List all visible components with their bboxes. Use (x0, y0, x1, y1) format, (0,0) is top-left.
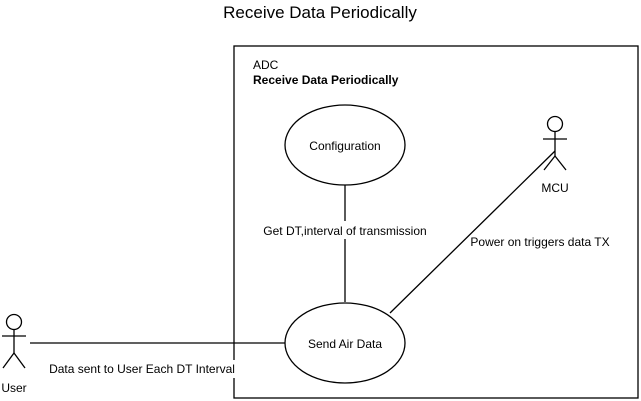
actor-user[interactable] (2, 313, 26, 369)
diagram-title: Receive Data Periodically (223, 3, 417, 22)
actor-mcu-label: MCU (541, 181, 568, 195)
actor-user-label: User (1, 381, 26, 395)
label-bg-send-user (46, 360, 236, 378)
use-case-send-air-data-label: Send Air Data (308, 337, 382, 351)
use-case-configuration-label: Configuration (309, 139, 380, 153)
actor-user-head (5, 313, 23, 331)
actor-mcu[interactable] (543, 115, 567, 171)
association-label-send-user: Data sent to User Each DT Interval (49, 362, 235, 376)
system-boundary-name: Receive Data Periodically (253, 73, 399, 87)
association-mcu-send[interactable] (389, 150, 556, 314)
use-case-configuration[interactable] (284, 104, 406, 186)
system-boundary-label: ADC (253, 58, 279, 72)
association-label-mcu-send: Power on triggers data TX (470, 235, 609, 249)
association-label-config-send: Get DT,interval of transmission (263, 224, 426, 238)
use-case-send-air-data[interactable] (284, 302, 406, 384)
actor-mcu-head (546, 115, 564, 133)
label-bg-config-send (258, 221, 432, 239)
